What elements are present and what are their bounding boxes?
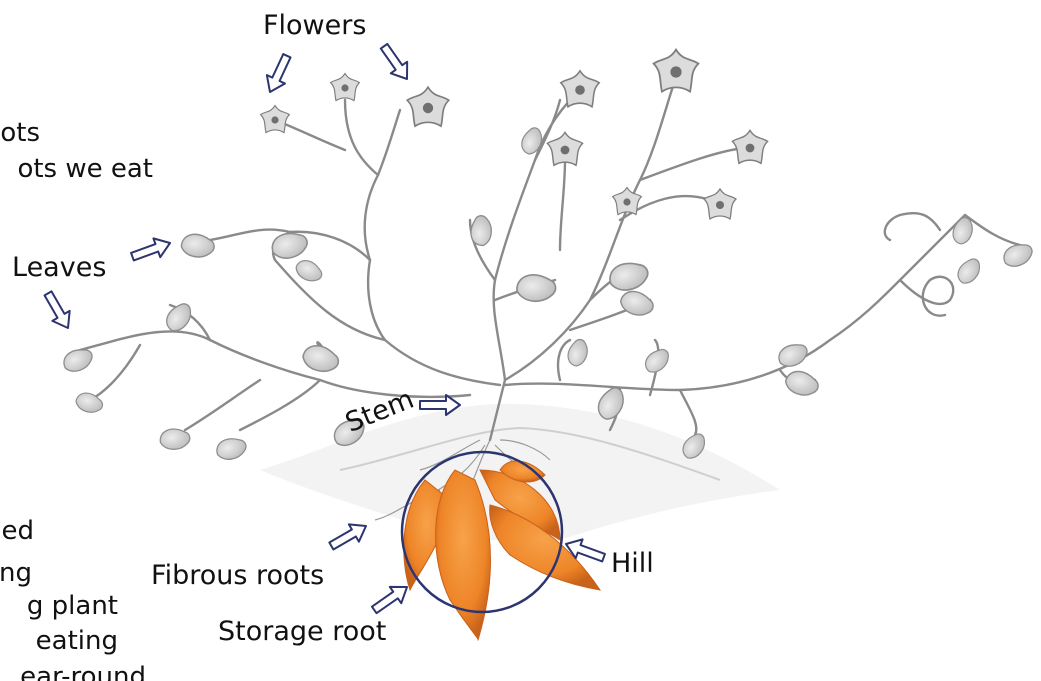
flowers-arrow-left <box>261 52 296 97</box>
plant-stems <box>80 80 1020 440</box>
cropped-text-bottom-line-4: eating <box>0 628 118 660</box>
hill-label: Hill <box>611 550 654 577</box>
cropped-text-top-line-2: ots we eat <box>0 156 153 186</box>
flowers-label: Flowers <box>263 12 366 39</box>
cropped-text-bottom-line-2: ng <box>0 560 32 592</box>
plant-flowers <box>261 50 768 219</box>
leaves-arrow-upper <box>129 234 173 266</box>
fibrous-roots-arrow <box>326 517 371 554</box>
leaves-arrow-lower <box>39 288 76 333</box>
leaves-label: Leaves <box>12 254 106 281</box>
cropped-text-bottom-line-3: g plant <box>0 593 118 625</box>
flowers-arrow-right <box>376 40 415 84</box>
cropped-text-bottom-line-1: ed <box>0 518 34 548</box>
cropped-text-top-line-1: ots <box>0 120 40 150</box>
storage-root-label: Storage root <box>218 618 386 645</box>
cropped-text-bottom-line-5: ear-round <box>0 664 146 681</box>
storage-root-arrow <box>368 579 412 618</box>
fibrous-roots-label: Fibrous roots <box>151 562 324 589</box>
